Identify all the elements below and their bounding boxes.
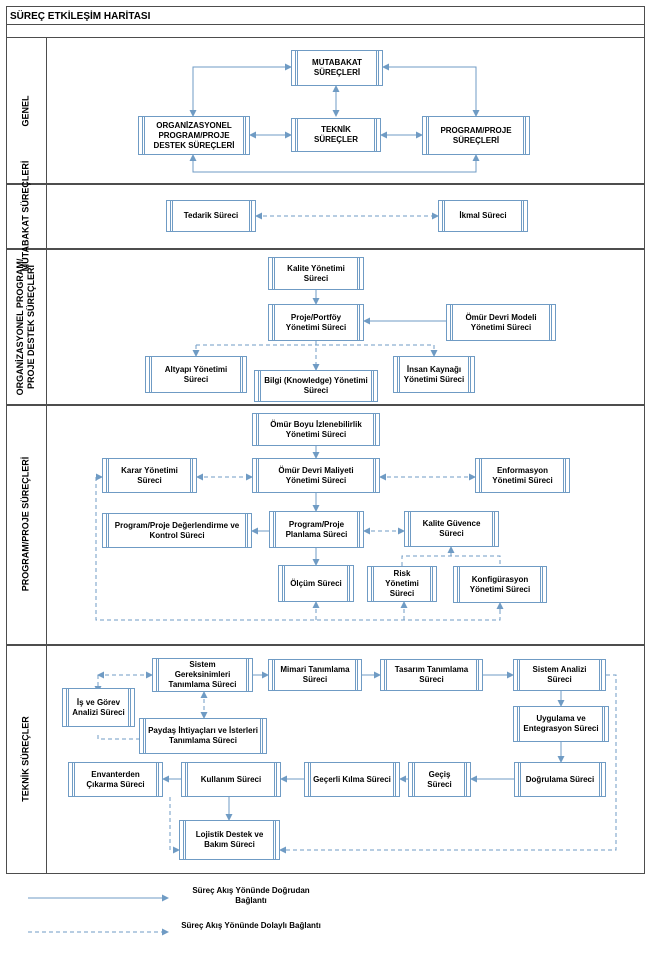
box-altyapi[interactable]: Altyapı Yönetimi Süreci (145, 356, 247, 393)
lane-organizasyonel (6, 249, 645, 405)
box-insan-kaynagi[interactable]: İnsan Kaynağı Yönetimi Süreci (393, 356, 475, 393)
box-sistem-gereksinimleri[interactable]: Sistem Gereksinimleri Tanımlama Süreci (152, 658, 253, 692)
box-envanter[interactable]: Envanterden Çıkarma Süreci (68, 762, 163, 797)
box-genel-program[interactable]: PROGRAM/PROJE SÜREÇLERİ (422, 116, 530, 155)
box-risk[interactable]: Risk Yönetimi Süreci (367, 566, 437, 602)
box-gecis[interactable]: Geçiş Süreci (408, 762, 471, 797)
box-tasarim[interactable]: Tasarım Tanımlama Süreci (380, 659, 483, 691)
lane-mutabakat (6, 184, 645, 249)
box-dogrulama[interactable]: Doğrulama Süreci (514, 762, 606, 797)
box-omur-devri-modeli[interactable]: Ömür Devri Modeli Yönetimi Süreci (446, 304, 556, 341)
box-degerlendirme[interactable]: Program/Proje Değerlendirme ve Kontrol S… (102, 513, 252, 548)
legend-direct-label: Süreç Akış Yönünde Doğrudan Bağlantı (192, 886, 310, 905)
box-kalite-yonetimi[interactable]: Kalite Yönetimi Süreci (268, 257, 364, 290)
box-genel-teknik[interactable]: TEKNİK SÜREÇLER (291, 118, 381, 152)
box-genel-organizasyonel[interactable]: ORGANİZASYONEL PROGRAM/PROJE DESTEK SÜRE… (138, 116, 250, 155)
lane-genel (6, 37, 645, 184)
lane-program (6, 405, 645, 645)
box-proje-portfoy[interactable]: Proje/Portföy Yönetimi Süreci (268, 304, 364, 341)
box-gecerli-kilma[interactable]: Geçerli Kılma Süreci (304, 762, 400, 797)
box-omur-boyu[interactable]: Ömür Boyu İzlenebilirlik Yönetimi Süreci (252, 413, 380, 446)
page-title: SÜREÇ ETKİLEŞİM HARİTASI (10, 11, 151, 22)
box-omur-devri-maliyeti[interactable]: Ömür Devri Maliyeti Yönetimi Süreci (252, 458, 380, 493)
box-uygulama[interactable]: Uygulama ve Entegrasyon Süreci (513, 706, 609, 742)
box-lojistik[interactable]: Lojistik Destek ve Bakım Süreci (179, 820, 280, 860)
box-kullanim[interactable]: Kullanım Süreci (181, 762, 281, 797)
title-divider (6, 24, 645, 25)
box-ikmal[interactable]: İkmal Süreci (438, 200, 528, 232)
box-genel-mutabakat[interactable]: MUTABAKAT SÜREÇLERİ (291, 50, 383, 86)
box-olcum[interactable]: Ölçüm Süreci (278, 565, 354, 602)
box-konfigurasyon[interactable]: Konfigürasyon Yönetimi Süreci (453, 566, 547, 603)
box-mimari[interactable]: Mimari Tanımlama Süreci (268, 659, 362, 691)
box-planlama[interactable]: Program/Proje Planlama Süreci (269, 511, 364, 548)
box-enformasyon[interactable]: Enformasyon Yönetimi Süreci (475, 458, 570, 493)
box-tedarik[interactable]: Tedarik Süreci (166, 200, 256, 232)
lane-header-column (6, 37, 47, 874)
box-kalite-guvence[interactable]: Kalite Güvence Süreci (404, 511, 499, 547)
legend-indirect-label: Süreç Akış Yönünde Dolaylı Bağlantı (181, 921, 321, 930)
lane-teknik (6, 645, 645, 874)
box-paydas[interactable]: Paydaş İhtiyaçları ve İsterleri Tanımlam… (139, 718, 267, 754)
box-bilgi[interactable]: Bilgi (Knowledge) Yönetimi Süreci (254, 370, 378, 402)
box-sistem-analizi[interactable]: Sistem Analizi Süreci (513, 659, 606, 691)
box-karar[interactable]: Karar Yönetimi Süreci (102, 458, 197, 493)
box-is-gorev[interactable]: İş ve Görev Analizi Süreci (62, 688, 135, 727)
